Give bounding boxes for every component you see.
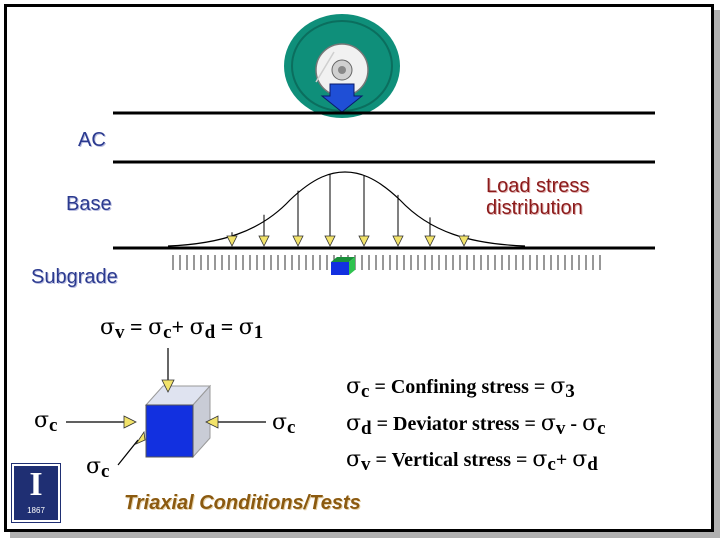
layer-label-base: Base	[66, 193, 112, 215]
cube-left-sigma: σ	[34, 408, 50, 433]
stress-arrow-icon	[66, 348, 266, 466]
layer-label-ac: AC	[78, 129, 106, 151]
cube-front-sub: c	[101, 461, 110, 482]
logo-year: 1867	[27, 506, 45, 515]
legend-sub: c	[361, 381, 370, 402]
soil-element-icon	[331, 257, 355, 275]
stress-distribution-curve	[167, 171, 526, 247]
legend-sub: v	[361, 454, 371, 475]
cube-right-sub: c	[287, 417, 296, 438]
legend-rhs2-sub: d	[587, 454, 598, 475]
load-arrow-icon	[320, 83, 364, 113]
stress-arrow-head	[226, 235, 238, 247]
legend-rhs-sigma: σ	[532, 447, 548, 472]
legend-sigma: σ	[346, 411, 362, 436]
cube-left-sub: c	[49, 415, 58, 436]
eq-equals-1: =	[130, 314, 143, 339]
slide-title: Triaxial Conditions/Tests	[124, 492, 361, 514]
eq-plus: +	[171, 314, 185, 339]
legend-rhs-sigma: σ	[550, 374, 566, 399]
soil-hatch-icon	[172, 255, 601, 270]
stress-arrow-head	[392, 235, 404, 247]
legend-text: = Vertical stress =	[375, 449, 528, 471]
stress-arrow-head	[424, 235, 436, 247]
legend-rhs-sub: v	[555, 418, 566, 439]
eq-equals-2: =	[220, 314, 234, 339]
cube-right-sigma: σ	[272, 410, 288, 435]
legend-row-vertical: σv = Vertical stress = σc+ σd	[346, 447, 598, 475]
cube-label-left: σc	[34, 408, 58, 436]
legend-rhs-sub: 3	[565, 381, 575, 402]
legend-row-deviator: σd = Deviator stress = σv - σc	[346, 411, 606, 439]
legend-rhs2-sub: c	[597, 418, 606, 439]
legend-rhs2-sigma: σ	[572, 447, 588, 472]
stress-arrow-head	[292, 235, 304, 247]
logo-letter: I	[29, 466, 43, 503]
eq-sub-c: c	[163, 322, 172, 343]
eq-sub-1: 1	[253, 322, 264, 343]
legend-sigma: σ	[346, 374, 362, 399]
legend-text: = Confining stress =	[374, 376, 546, 398]
eq-sigma-c: σ	[148, 315, 164, 340]
load-stress-line-1: Load stress	[486, 175, 590, 197]
cube-front-sigma: σ	[86, 454, 102, 479]
eq-sigma-1: σ	[238, 315, 254, 340]
eq-sub-d: d	[204, 322, 216, 343]
load-stress-label: Load stress distribution	[486, 175, 589, 219]
legend-operator: +	[555, 449, 568, 471]
legend-rhs-sigma: σ	[540, 411, 556, 436]
stress-arrow-head	[258, 235, 270, 247]
stress-arrow-head	[458, 235, 470, 247]
eq-sigma-v: σ	[100, 315, 116, 340]
cube-icon	[144, 384, 212, 459]
cube-label-right: σc	[272, 410, 296, 438]
legend-sub: d	[361, 418, 372, 439]
legend-rhs-sub: c	[547, 454, 556, 475]
load-stress-line-2: distribution	[486, 197, 583, 219]
wheel-icon	[284, 14, 400, 118]
layer-label-subgrade: Subgrade	[31, 266, 118, 288]
university-logo-icon: I 1867	[11, 463, 61, 523]
stress-arrow-head	[324, 235, 336, 247]
stress-arrow-group	[226, 174, 470, 247]
legend-text: = Deviator stress =	[376, 413, 536, 435]
cube-label-front: σc	[86, 454, 110, 482]
legend-operator: -	[570, 413, 578, 435]
eq-sub-v: v	[115, 322, 125, 343]
stress-equation: σv = σc+ σd = σ1	[100, 314, 264, 343]
stress-arrow-head	[358, 235, 370, 247]
legend-rhs2-sigma: σ	[582, 411, 598, 436]
legend-sigma: σ	[346, 447, 362, 472]
legend-row-confining: σc = Confining stress = σ3	[346, 374, 575, 402]
eq-sigma-d: σ	[189, 315, 205, 340]
